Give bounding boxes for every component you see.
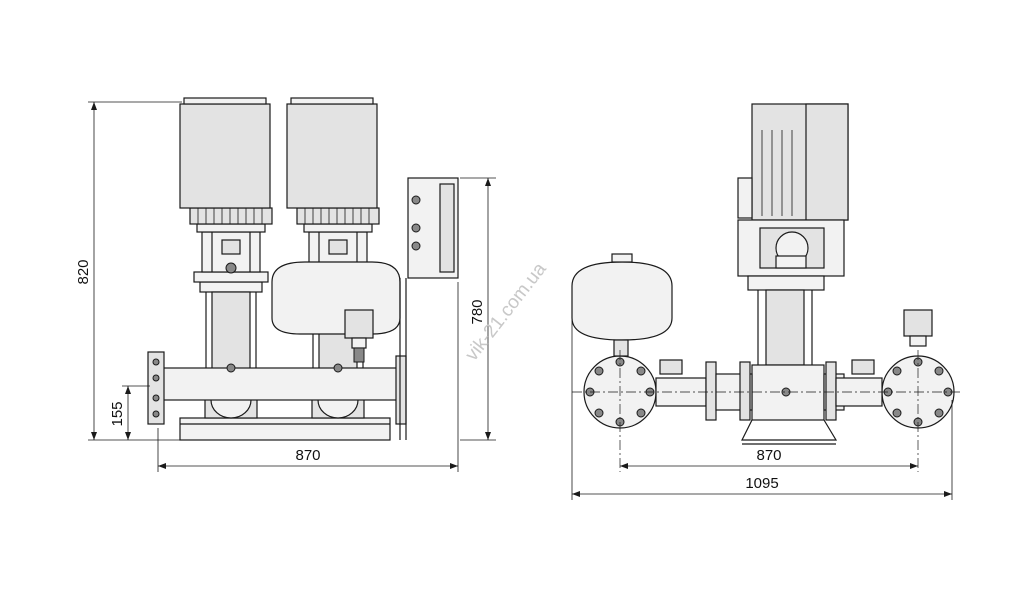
front-view: 820 155 780 870 bbox=[75, 97, 496, 472]
side-view: 870 1095 bbox=[571, 103, 962, 500]
dim-780: 780 bbox=[469, 299, 486, 324]
base-frame bbox=[179, 417, 391, 441]
side-pump-casing bbox=[751, 364, 825, 421]
dim-870-front: 870 bbox=[295, 447, 320, 464]
motor-1 bbox=[179, 103, 271, 209]
dim-155: 155 bbox=[109, 401, 126, 426]
motor-2 bbox=[286, 103, 378, 209]
pressure-switch-front bbox=[344, 309, 374, 339]
dim-820: 820 bbox=[75, 259, 92, 284]
pump-1 bbox=[179, 97, 273, 419]
dim-870-side: 870 bbox=[756, 447, 781, 464]
side-pressure-switch bbox=[903, 309, 933, 337]
manifold-pipe bbox=[159, 367, 405, 401]
dim-1095: 1095 bbox=[745, 475, 778, 492]
expansion-tank-front bbox=[271, 261, 401, 335]
side-expansion-tank bbox=[571, 261, 673, 341]
